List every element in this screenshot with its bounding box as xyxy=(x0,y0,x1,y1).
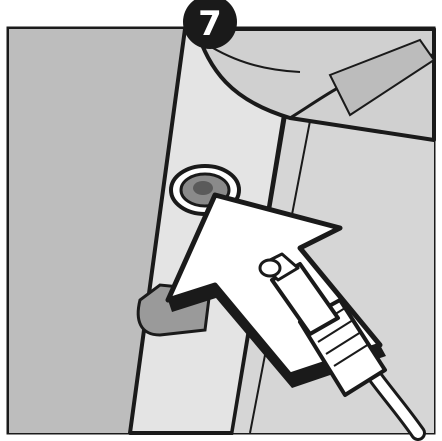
step-number: 7 xyxy=(198,4,222,44)
